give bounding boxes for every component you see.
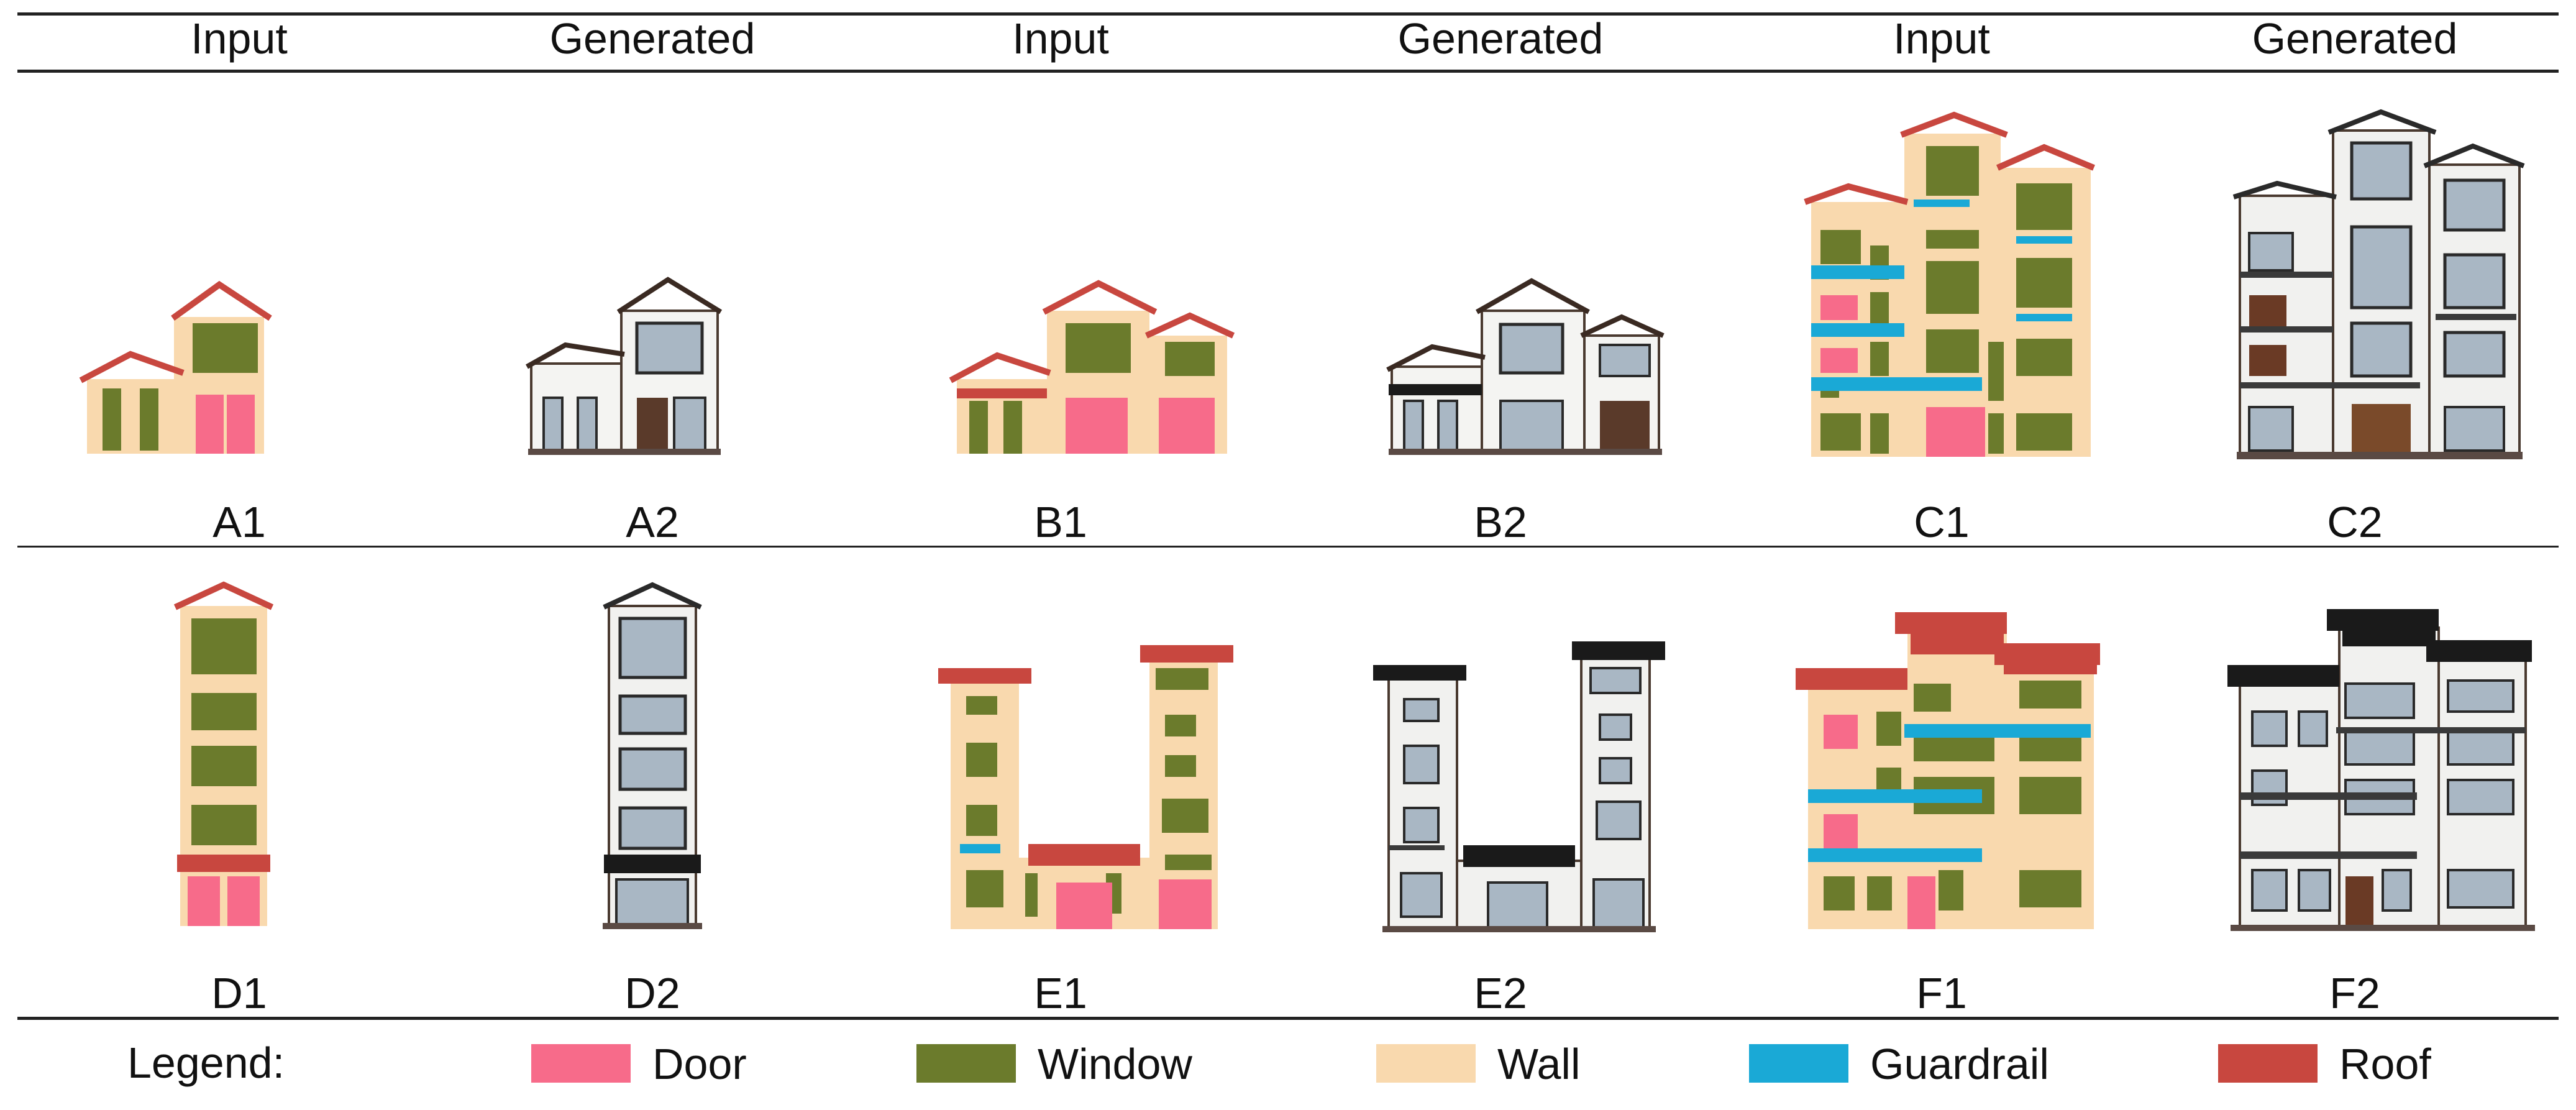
legend-item-label: Roof — [2339, 1040, 2431, 1088]
column-header-generated: Generated — [549, 14, 756, 63]
top-rule — [17, 12, 2559, 16]
column-header-input: Input — [1893, 14, 1990, 63]
column-header-generated: Generated — [2252, 14, 2458, 63]
window-swatch — [916, 1044, 1016, 1083]
facade-input-e1 — [932, 634, 1243, 932]
panel-label: A1 — [212, 498, 266, 546]
panel-label: D2 — [624, 969, 680, 1017]
facade-input-b1 — [944, 273, 1243, 460]
panel-label: E1 — [1034, 969, 1087, 1017]
panel-label: F1 — [1916, 969, 1967, 1017]
facade-input-c1 — [1802, 109, 2100, 463]
panel-label: D1 — [211, 969, 267, 1017]
column-header-input: Input — [1012, 14, 1109, 63]
facade-generated-d2 — [596, 581, 708, 929]
panel-label: A2 — [626, 498, 679, 546]
facade-generated-a2 — [516, 273, 727, 460]
header-rule — [17, 70, 2559, 73]
wall-swatch — [1376, 1044, 1476, 1083]
facade-input-f1 — [1789, 603, 2112, 932]
facade-input-d1 — [168, 581, 280, 929]
panel-label: F2 — [2329, 969, 2380, 1017]
panel-label: C1 — [1914, 498, 1970, 546]
facade-input-a1 — [68, 273, 280, 460]
legend-item-label: Guardrail — [1870, 1040, 2049, 1088]
panel-label: B2 — [1474, 498, 1527, 546]
legend-item-label: Door — [652, 1040, 747, 1088]
panel-label: E2 — [1474, 969, 1527, 1017]
legend-rule — [17, 1017, 2559, 1020]
row-separator — [17, 546, 2559, 548]
facade-generated-f2 — [2221, 603, 2544, 932]
facade-generated-c2 — [2231, 109, 2529, 463]
legend-item-label: Wall — [1497, 1040, 1581, 1088]
column-header-generated: Generated — [1397, 14, 1604, 63]
panel-label: B1 — [1034, 498, 1087, 546]
column-header-input: Input — [191, 14, 288, 63]
legend-title: Legend: — [127, 1039, 285, 1087]
panel-label: C2 — [2327, 498, 2383, 546]
roof-swatch — [2218, 1044, 2318, 1083]
guardrail-swatch — [1749, 1044, 1848, 1083]
facade-generated-b2 — [1376, 273, 1674, 460]
legend-item-label: Window — [1038, 1040, 1192, 1088]
door-swatch — [531, 1044, 631, 1083]
facade-generated-e2 — [1364, 634, 1674, 932]
